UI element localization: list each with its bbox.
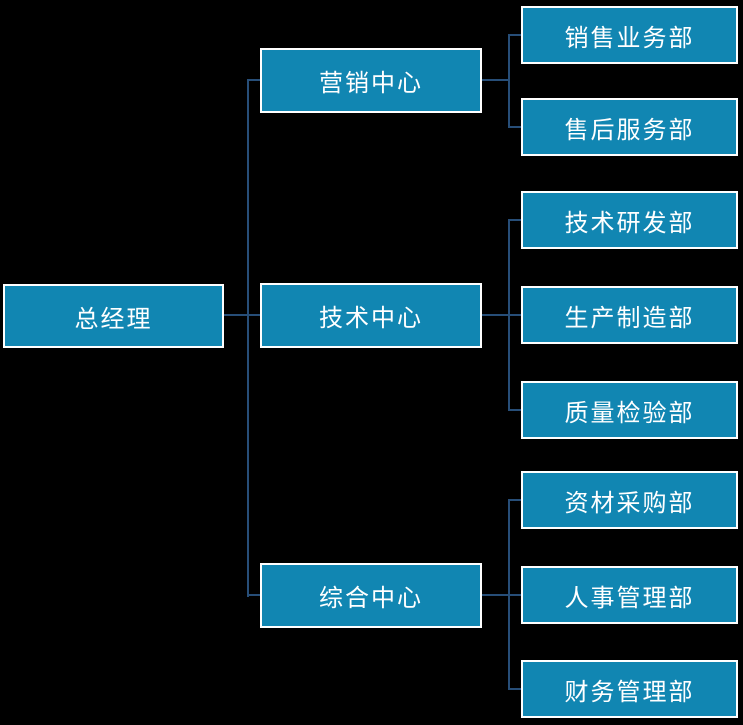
connector-group1-vertical xyxy=(508,34,510,128)
connector-to-sales-business-dept xyxy=(508,34,521,36)
node-general-affairs-center: 综合中心 xyxy=(260,563,482,628)
connector-root-to-trunk xyxy=(224,314,260,316)
node-production-dept: 生产制造部 xyxy=(521,286,738,344)
node-quality-inspection-dept: 质量检验部 xyxy=(521,381,738,439)
connector-trunk-to-marketing xyxy=(247,79,260,81)
node-technology-center: 技术中心 xyxy=(260,283,482,348)
connector-trunk-to-general-affairs xyxy=(247,594,260,596)
node-sales-business-dept: 销售业务部 xyxy=(521,6,738,64)
connector-marketing-stub xyxy=(482,79,510,81)
node-procurement-dept: 资材采购部 xyxy=(521,471,738,529)
node-hr-dept: 人事管理部 xyxy=(521,566,738,624)
connector-trunk-vertical xyxy=(247,79,249,597)
connector-to-rd-dept xyxy=(508,219,521,221)
connector-to-production-dept xyxy=(508,314,521,316)
node-general-manager: 总经理 xyxy=(3,284,224,348)
connector-technology-stub xyxy=(482,314,510,316)
node-finance-dept: 财务管理部 xyxy=(521,660,738,718)
node-marketing-center: 营销中心 xyxy=(260,48,482,113)
connector-to-quality-inspection-dept xyxy=(508,409,521,411)
connector-general-affairs-stub xyxy=(482,594,510,596)
connector-to-hr-dept xyxy=(508,594,521,596)
node-after-sales-service-dept: 售后服务部 xyxy=(521,98,738,156)
connector-to-procurement-dept xyxy=(508,499,521,501)
connector-to-finance-dept xyxy=(508,688,521,690)
node-rd-dept: 技术研发部 xyxy=(521,191,738,249)
connector-to-after-sales-service-dept xyxy=(508,126,521,128)
